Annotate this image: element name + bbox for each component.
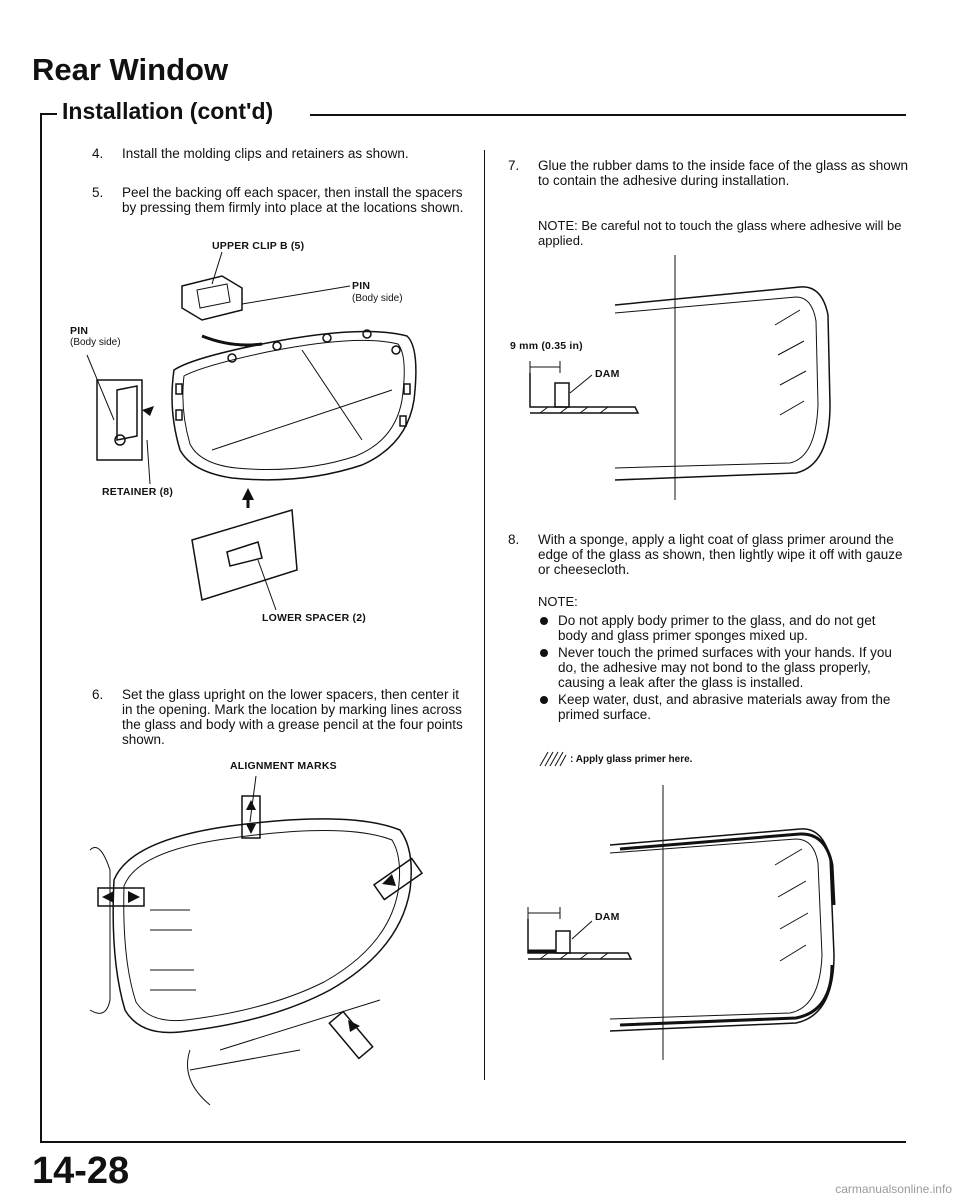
- header-rule: [310, 114, 906, 116]
- page-title: Rear Window: [32, 52, 229, 87]
- step-text: Peel the backing off each spacer, then i…: [122, 185, 464, 215]
- step-text: With a sponge, apply a light coat of gla…: [538, 532, 903, 577]
- note-item: Keep water, dust, and abrasive materials…: [538, 692, 908, 722]
- label-dam: DAM: [595, 911, 620, 923]
- step-text: Glue the rubber dams to the inside face …: [538, 158, 908, 188]
- note-step-7: NOTE: Be careful not to touch the glass …: [538, 218, 902, 248]
- section-bracket-tick: [40, 113, 57, 115]
- label-pin-right: PIN: [352, 280, 371, 292]
- figure-clip-installation: UPPER CLIP B (5) PIN (Body side) PIN (Bo…: [62, 240, 482, 640]
- legend-text: : Apply glass primer here.: [570, 754, 693, 765]
- column-divider: [484, 150, 485, 1080]
- clip-diagram-drawing: [86, 251, 417, 611]
- figure-rubber-dam: 9 mm (0.35 in) DAM: [500, 255, 860, 505]
- step-number: 4.: [92, 146, 104, 161]
- step-text: Set the glass upright on the lower space…: [122, 687, 463, 747]
- footer-rule: [40, 1141, 906, 1143]
- alignment-diagram-drawing: [89, 775, 424, 1106]
- label-dimension: 9 mm (0.35 in): [510, 340, 583, 352]
- section-bracket: [40, 113, 42, 1141]
- step-number: 7.: [508, 158, 520, 173]
- note-item: Never touch the primed surfaces with you…: [538, 645, 908, 690]
- step-number: 6.: [92, 687, 104, 702]
- figure-glass-primer: DAM: [500, 785, 860, 1065]
- primer-diagram-drawing: [527, 785, 836, 1060]
- note-item: Do not apply body primer to the glass, a…: [538, 613, 908, 643]
- label-dam: DAM: [595, 368, 620, 380]
- step-number: 8.: [508, 532, 520, 547]
- label-upper-clip: UPPER CLIP B (5): [212, 240, 305, 252]
- page-number: 14-28: [32, 1150, 130, 1192]
- label-pin-right-sub: (Body side): [352, 293, 403, 304]
- label-retainer: RETAINER (8): [102, 486, 174, 498]
- section-title: Installation (cont'd): [62, 98, 274, 124]
- note-heading: NOTE:: [538, 594, 578, 609]
- label-lower-spacer: LOWER SPACER (2): [262, 612, 366, 624]
- label-pin-left-sub: (Body side): [70, 337, 121, 348]
- watermark: carmanualsonline.info: [835, 1182, 952, 1196]
- step-text: Install the molding clips and retainers …: [122, 146, 409, 161]
- note-list: Do not apply body primer to the glass, a…: [538, 613, 908, 724]
- dam-diagram-drawing: [529, 255, 831, 500]
- label-pin-left: PIN: [70, 325, 89, 337]
- figure-alignment-marks: ALIGNMENT MARKS: [70, 760, 480, 1120]
- step-number: 5.: [92, 185, 104, 200]
- primer-hatch-icon: [539, 751, 567, 767]
- label-alignment-marks: ALIGNMENT MARKS: [230, 760, 337, 772]
